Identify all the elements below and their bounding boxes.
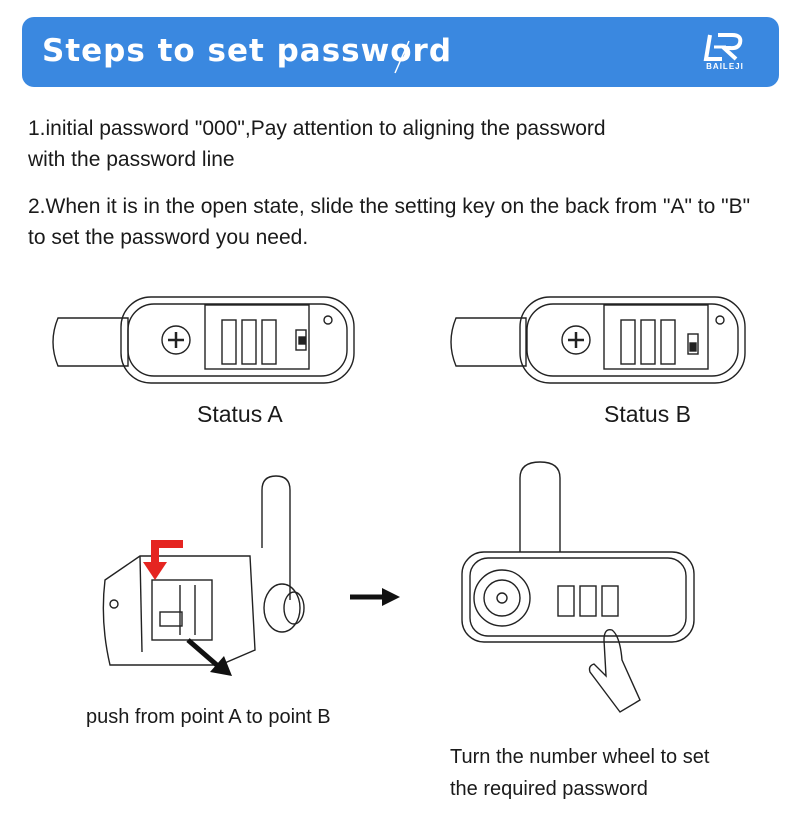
brand-name: BAILEJI	[706, 62, 744, 71]
brand-logo: BAILEJI	[700, 31, 750, 77]
step-2-line-1: 2.When it is in the open state, slide th…	[28, 195, 751, 218]
lock-status-a-illustration	[52, 296, 355, 384]
turn-caption-line-2: the required password	[450, 778, 648, 800]
status-a-label: Status A	[197, 401, 283, 427]
turn-caption-line-1: Turn the number wheel to set	[450, 746, 710, 768]
step-1-line-2: with the password line	[28, 148, 235, 171]
baileji-logo-icon	[703, 33, 743, 61]
title-banner: Steps to set password BAILEJI	[22, 17, 779, 87]
black-diagonal-arrow-icon	[186, 638, 232, 676]
status-b-label: Status B	[604, 401, 691, 427]
slash-icon	[394, 40, 410, 74]
lock-front-illustration	[461, 461, 695, 713]
black-right-arrow-icon	[350, 588, 400, 606]
lock-status-b-illustration	[450, 296, 746, 384]
page-title: Steps to set password	[42, 33, 453, 69]
step-1-line-1: 1.initial password "000",Pay attention t…	[28, 117, 606, 140]
lock-push-illustration	[102, 475, 305, 666]
red-bent-arrow-icon	[143, 540, 183, 580]
push-caption: push from point A to point B	[86, 706, 331, 728]
step-2-line-2: to set the password you need.	[28, 226, 309, 249]
